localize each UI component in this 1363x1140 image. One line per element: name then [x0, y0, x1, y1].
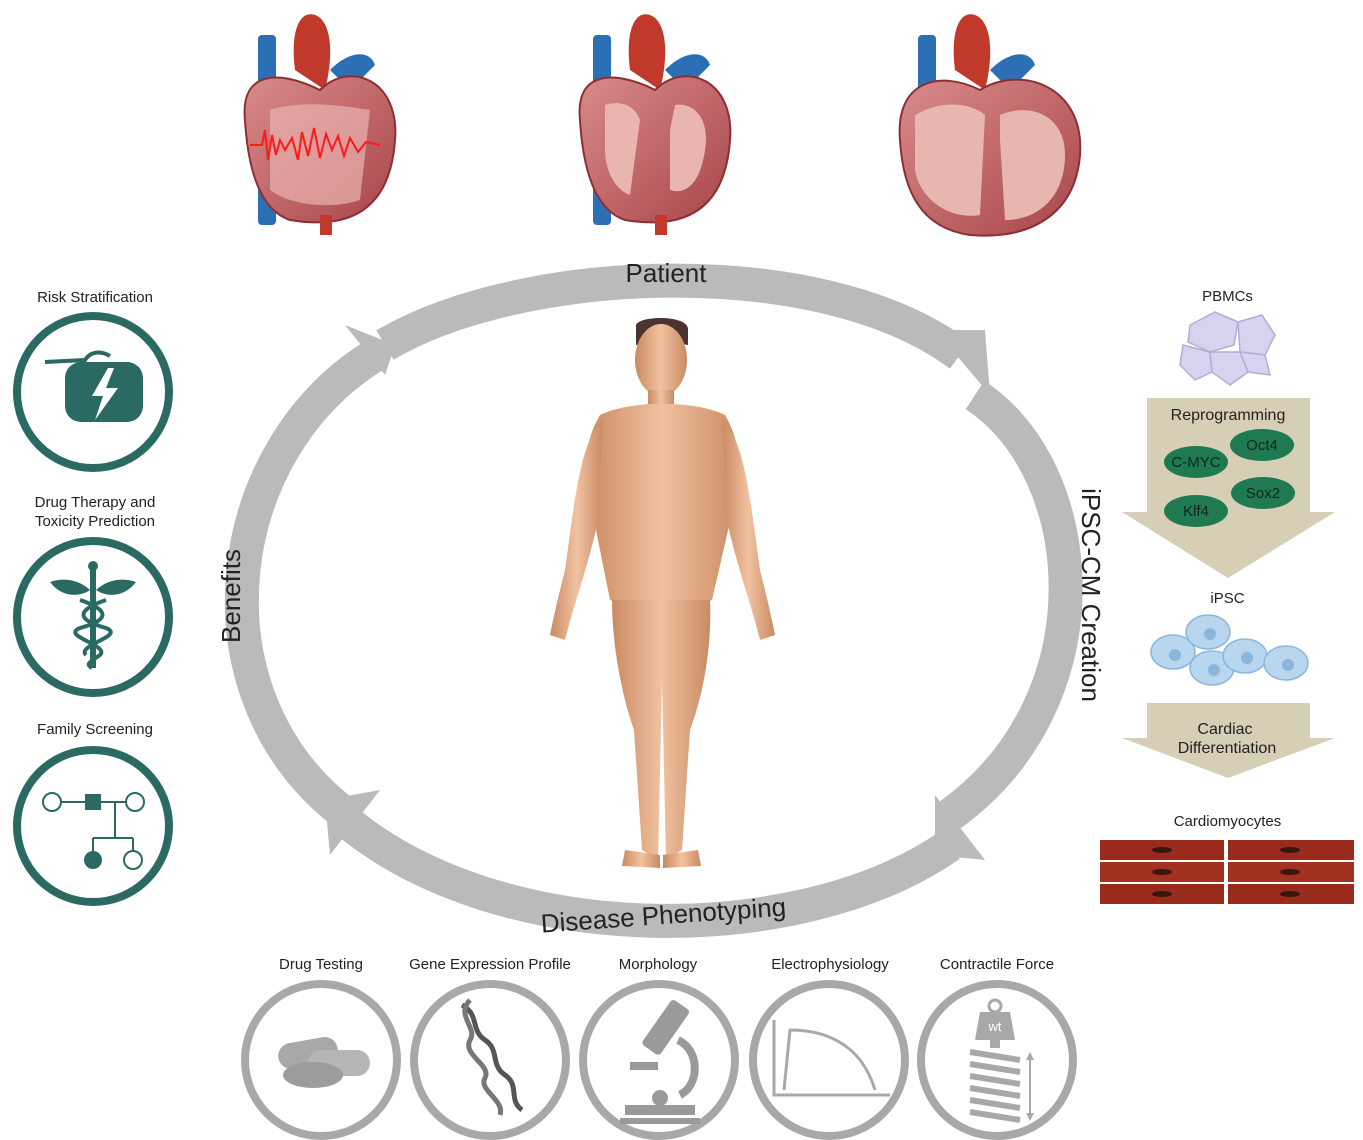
- pills-icon: [245, 984, 397, 1136]
- action-potential-icon: [753, 984, 905, 1136]
- svg-text:wt: wt: [988, 1019, 1002, 1034]
- dna-icon: [414, 984, 566, 1136]
- microscope-icon: [583, 984, 735, 1136]
- weight-spring-icon: wt: [921, 984, 1073, 1136]
